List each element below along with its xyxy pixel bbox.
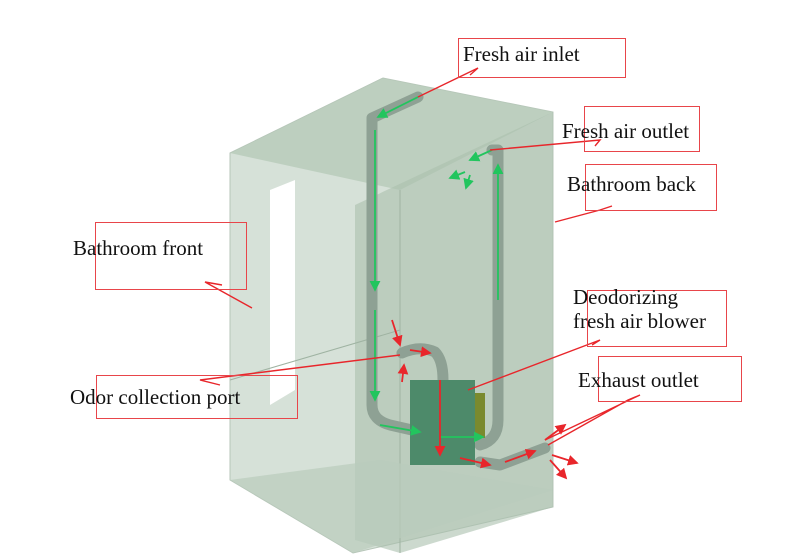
blower-unit [410,380,475,465]
label-blower-line1: Deodorizing [573,285,678,309]
callout-box-odor-collection-port [96,375,298,419]
odor-flow-arrows [391,319,579,480]
label-blower-line2: fresh air blower [573,309,706,334]
callout-box-exhaust-outlet [598,356,742,402]
label-fresh-air-outlet: Fresh air outlet [562,119,690,143]
callout-box-bathroom-back [585,164,717,211]
callout-box-blower [587,290,727,347]
callout-box-fresh-air-inlet [458,38,626,78]
blower-side-panel [475,393,485,438]
label-exhaust-outlet: Exhaust outlet [578,368,699,392]
fresh-air-flow-arrows [369,96,504,443]
callout-box-bathroom-front [95,222,247,290]
label-blower: Deodorizing fresh air blower [573,285,706,333]
label-odor-collection-port: Odor collection port [70,385,241,409]
door-opening [270,180,295,405]
label-bathroom-back: Bathroom back [567,172,696,196]
label-bathroom-front: Bathroom front [73,236,204,260]
callout-box-fresh-air-outlet [584,106,700,152]
label-fresh-air-inlet: Fresh air inlet [463,42,580,66]
